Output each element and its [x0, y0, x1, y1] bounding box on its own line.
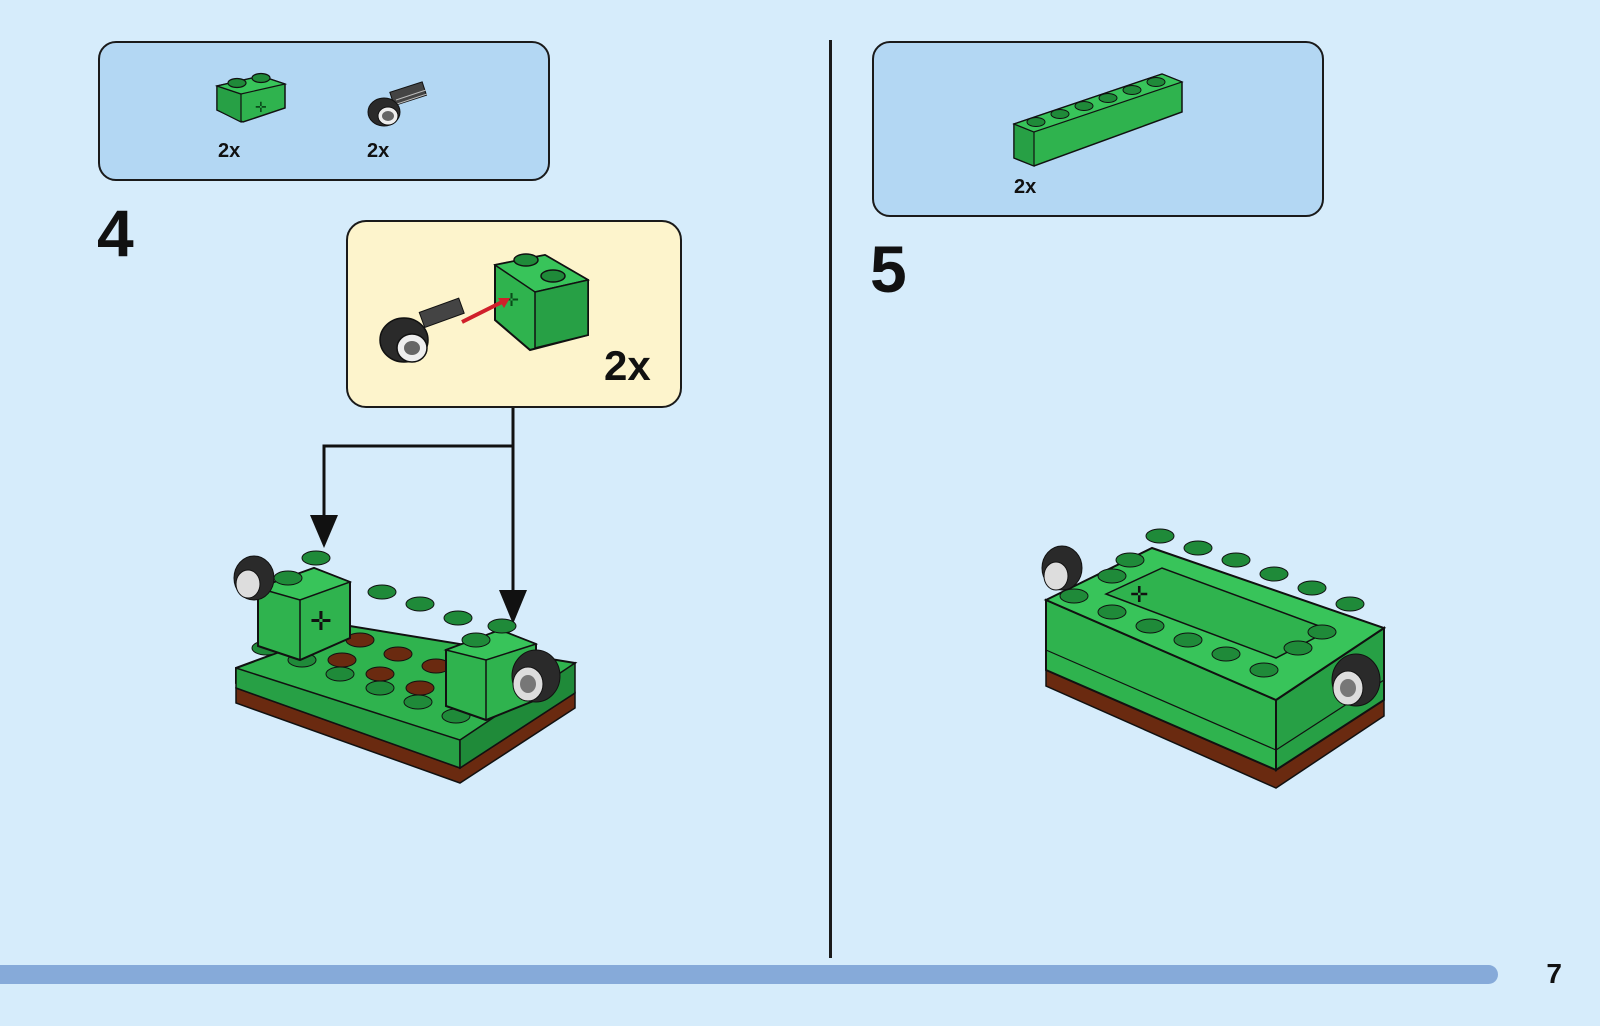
page-number: 7 [1546, 958, 1562, 990]
svg-text:✛: ✛ [1130, 583, 1148, 608]
step5-number: 5 [870, 236, 907, 302]
svg-text:✛: ✛ [310, 607, 332, 637]
step4-model-illustration: ✛ [230, 548, 590, 793]
step5-model-illustration: ✛ [1040, 520, 1400, 800]
page-progress-bar [0, 965, 1498, 984]
step5-part1-qty: 2x [1014, 176, 1036, 199]
brick-1x6-icon [1012, 64, 1192, 174]
page-divider [829, 40, 832, 958]
